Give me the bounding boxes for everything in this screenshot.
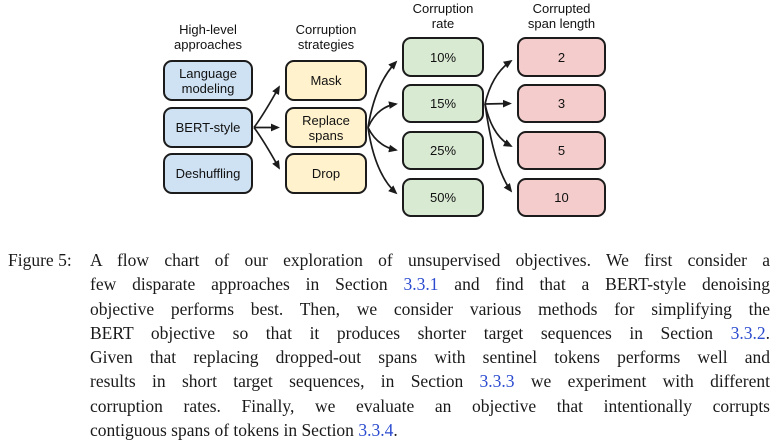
node-label: 25% xyxy=(429,143,457,158)
column-header-corrupted-span-length: Corrupted span length xyxy=(527,1,596,31)
node-label: Drop xyxy=(311,166,341,181)
caption-line: contiguous spans of tokens in Section 3.… xyxy=(90,418,770,442)
section-link-3-3-3[interactable]: 3.3.3 xyxy=(479,371,515,392)
node-rate-15: 15% xyxy=(402,84,484,123)
caption-line: few disparate approaches in Section 3.3.… xyxy=(90,272,770,296)
section-link-3-3-2[interactable]: 3.3.2 xyxy=(730,322,766,343)
column-header-corruption-strategies: Corruption strategies xyxy=(295,22,357,52)
node-rate-50: 50% xyxy=(402,178,484,217)
node-label: Replace spans xyxy=(302,112,350,143)
caption-segment: Given that replacing dropped-out spans w… xyxy=(90,347,770,368)
node-label: 10% xyxy=(429,49,457,65)
caption-line: Given that replacing dropped-out spans w… xyxy=(90,345,770,369)
node-rate-25: 25% xyxy=(402,131,484,170)
caption-segment: . xyxy=(393,420,398,441)
caption-segment: results in short target sequences, in Se… xyxy=(90,371,480,392)
caption-line: A flow chart of our exploration of unsup… xyxy=(90,248,770,272)
caption-line: BERT objective so that it produces short… xyxy=(90,321,770,345)
node-span-2: 2 xyxy=(517,37,606,77)
caption-segment: objective performs best. Then, we consid… xyxy=(90,298,770,319)
node-label: 10 xyxy=(554,190,569,205)
caption-segment: BERT objective so that it produces short… xyxy=(90,322,731,343)
node-replace-spans: Replace spans xyxy=(285,107,367,148)
flow-arrows xyxy=(253,59,513,195)
figure-caption: Figure 5: A flow chart of our exploratio… xyxy=(8,248,770,442)
caption-segment: and find that a BERT-style denoising xyxy=(438,274,770,295)
node-bert-style: BERT-style xyxy=(163,107,253,148)
flowchart-figure: High-level approaches Corruption strateg… xyxy=(8,1,770,440)
node-language-modeling: Language modeling xyxy=(163,60,253,101)
caption-line: objective performs best. Then, we consid… xyxy=(90,297,770,321)
caption-line: corruption rates. Finally, we evaluate a… xyxy=(90,394,770,418)
caption-segment: A flow chart of our exploration of unsup… xyxy=(90,250,770,270)
node-label: Deshuffling xyxy=(175,166,241,181)
node-label: 2 xyxy=(557,49,566,65)
caption-segment: few disparate approaches in Section xyxy=(90,274,404,295)
node-span-3: 3 xyxy=(517,84,606,123)
caption-text: A flow chart of our exploration of unsup… xyxy=(90,248,770,442)
node-label: BERT-style xyxy=(175,120,241,135)
caption-segment: contiguous spans of tokens in Section xyxy=(90,420,359,441)
node-drop: Drop xyxy=(285,153,367,194)
node-label: Language modeling xyxy=(179,65,237,96)
caption-line: results in short target sequences, in Se… xyxy=(90,369,770,393)
section-link-3-3-4[interactable]: 3.3.4 xyxy=(358,420,394,441)
column-header-high-level-approaches: High-level approaches xyxy=(174,22,242,52)
caption-segment: corruption rates. Finally, we evaluate a… xyxy=(90,395,770,416)
node-label: 3 xyxy=(557,96,566,111)
caption-segment: . xyxy=(765,322,770,343)
section-link-3-3-1[interactable]: 3.3.1 xyxy=(403,274,439,295)
node-label: 50% xyxy=(429,190,457,205)
column-header-corruption-rate: Corruption rate xyxy=(412,1,474,31)
figure-label: Figure 5: xyxy=(8,250,72,270)
node-label: Mask xyxy=(310,73,342,88)
node-label: 5 xyxy=(557,143,566,158)
node-mask: Mask xyxy=(285,60,367,101)
node-label: 15% xyxy=(429,96,457,111)
node-deshuffling: Deshuffling xyxy=(163,153,253,194)
caption-segment: we experiment with different xyxy=(514,371,770,392)
node-rate-10: 10% xyxy=(402,37,484,77)
node-span-5: 5 xyxy=(517,131,606,170)
node-span-10: 10 xyxy=(517,178,606,217)
